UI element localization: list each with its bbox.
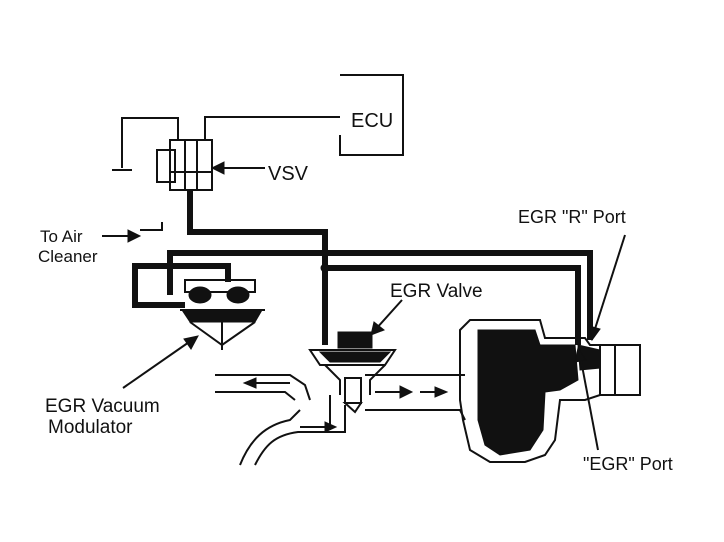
exhaust-arrowhead-left bbox=[242, 377, 257, 389]
egr-port-arrow bbox=[579, 354, 599, 451]
air-cleaner-pipe bbox=[140, 222, 163, 231]
modulator-arrow bbox=[122, 339, 193, 389]
egr-vacuum-modulator bbox=[180, 279, 265, 350]
exhaust-passage bbox=[215, 374, 311, 401]
modulator-loop-line bbox=[132, 263, 231, 308]
vsv-label: VSV bbox=[268, 163, 309, 185]
line-junction bbox=[320, 263, 330, 273]
egr-valve bbox=[308, 331, 397, 430]
egr-port-line bbox=[325, 265, 581, 345]
vsv-vacuum-line bbox=[187, 190, 328, 345]
recirc-passage bbox=[365, 374, 466, 421]
egr-valve-arrowhead bbox=[370, 321, 385, 336]
to-air-label: To Air bbox=[40, 227, 83, 246]
cleaner-label: Cleaner bbox=[38, 247, 98, 266]
egr-valve-label: EGR Valve bbox=[390, 281, 483, 302]
to-air-arrowhead bbox=[127, 229, 142, 243]
egr-r-port-label: EGR "R" Port bbox=[518, 207, 626, 227]
modulator-label: Modulator bbox=[48, 417, 133, 438]
throttle-body bbox=[459, 319, 641, 463]
egr-r-port-line bbox=[167, 250, 593, 340]
ecu-box bbox=[339, 74, 404, 156]
ground-wire bbox=[121, 117, 179, 168]
vsv-valve bbox=[156, 139, 213, 191]
egr-vacuum-label: EGR Vacuum bbox=[45, 396, 160, 417]
egr-r-port-arrow bbox=[593, 234, 626, 333]
lower-intake-pipe bbox=[239, 405, 346, 466]
egr-r-port-arrowhead bbox=[588, 325, 601, 342]
modulator-arrowhead bbox=[183, 335, 199, 350]
ecu-label: ECU bbox=[351, 110, 393, 132]
recirc-arrowhead-1 bbox=[399, 385, 414, 399]
vsv-arrowhead bbox=[210, 161, 225, 175]
recirc-arrowhead-2 bbox=[434, 386, 449, 398]
egr-port-label: "EGR" Port bbox=[583, 454, 673, 474]
ecu-vsv-wire bbox=[204, 116, 340, 140]
egr-valve-arrow bbox=[374, 299, 403, 331]
egr-port-arrowhead bbox=[574, 346, 587, 363]
